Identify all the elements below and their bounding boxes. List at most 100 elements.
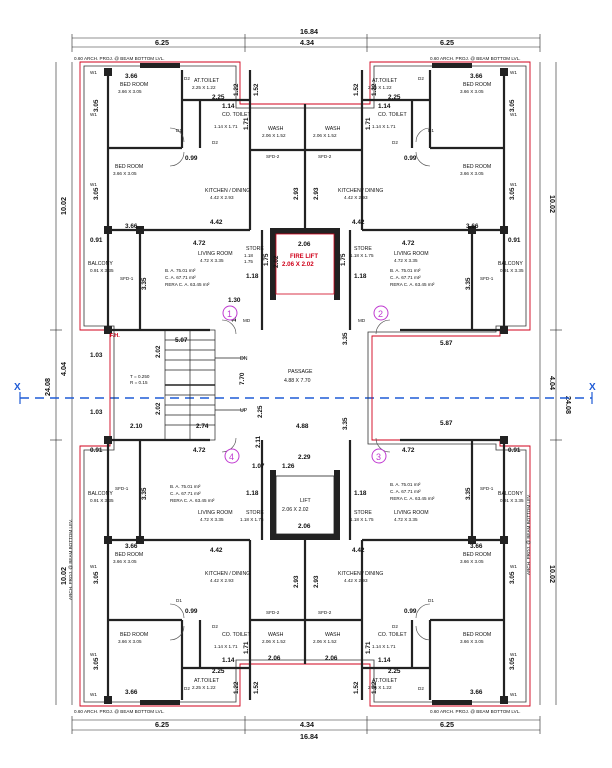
tag-window: W1 (90, 70, 97, 75)
tag-door: SFD-2 (318, 154, 332, 159)
room-wash-size: 2.06 X 1.52 (262, 639, 286, 644)
tag-window: W1 (90, 564, 97, 569)
dim-bed-width: 3.66 (125, 73, 138, 80)
dim-bed-width: 3.66 (125, 543, 138, 550)
dim-co-toilet-depth: 1.71 (365, 641, 372, 654)
dim-living-width: 4.72 (193, 240, 206, 247)
dim-co-toilet-depth: 1.71 (243, 641, 250, 654)
dim-bed-depth: 3.05 (93, 571, 100, 584)
dim-co-toilet-width: 1.14 (222, 657, 235, 664)
dim-left-width-bottom: 6.25 (155, 720, 169, 729)
room-kitchen-size: 4.42 X 2.93 (210, 578, 234, 583)
unit-bottom-right: 0.91 4.72 SFD-1 BALCONY 0.91 X 3.35 3.35… (313, 447, 531, 714)
room-co-toilet-label: CO. TOILET (222, 112, 251, 118)
dim-lobby-width: 1.07 (252, 463, 265, 470)
door-swings (169, 127, 431, 641)
unit-marker-1-label: 1 (227, 309, 232, 319)
room-store-size: 1.18 X 1.75 (350, 253, 374, 258)
room-store-size: 1.18 X 1.75 (240, 517, 264, 522)
dim-bed-depth: 3.05 (509, 571, 516, 584)
room-wash-label: WASH (268, 126, 284, 132)
dim-shaft: 1.52 (353, 83, 360, 96)
room-living-label: LIVING ROOM (394, 510, 429, 516)
dim-right-width-top: 6.25 (440, 38, 454, 47)
room-balcony-size: 0.91 X 3.35 (90, 498, 114, 503)
dim-passage-depth: 7.70 (239, 372, 246, 385)
room-balcony-size: 0.91 X 3.35 (500, 498, 524, 503)
dim-wash-width: 2.06 (268, 655, 281, 662)
dim-living-depth: 3.35 (141, 277, 148, 290)
room-at-toilet-label: AT.TOILET (372, 78, 398, 84)
dim-total-width-top: 16.84 (300, 27, 318, 36)
staircase (164, 329, 245, 441)
room-at-toilet-label: AT.TOILET (194, 78, 220, 84)
dim-total-width-bottom: 16.84 (300, 732, 318, 741)
room-bed-label: BED ROOM (115, 552, 143, 558)
dim-toilet-depth: 1.22 (233, 681, 240, 694)
room-kitchen-label: KITCHEN / DINING (205, 571, 250, 577)
dim-lobby-depth: 2.11 (255, 435, 262, 448)
dim-wing-depth-right-bottom: 10.02 (548, 565, 557, 583)
tag-door: D2 (392, 140, 398, 145)
dim-living-depth: 3.35 (465, 277, 472, 290)
dim-stair-bottom: 2.10 (130, 423, 143, 430)
dim-half-depth-left: 4.04 (59, 362, 68, 376)
room-co-toilet-size: 1.14 X 1.71 (214, 644, 238, 649)
room-balcony-label: BALCONY (88, 261, 113, 267)
dim-total-depth-right: 24.08 (564, 396, 573, 414)
room-store-label: STORE (354, 510, 372, 516)
unit-marker-1 (222, 305, 238, 321)
dim-bed-depth: 3.05 (93, 99, 100, 112)
room-living-size: 4.72 X 3.35 (394, 517, 418, 522)
area-rera: RERA C. A. 63.45 mt² (390, 496, 435, 501)
tag-door: SFD-1 (120, 276, 134, 281)
dim-opening: 0.99 (404, 608, 417, 615)
room-wash-label: WASH (325, 126, 341, 132)
dim-store-depth: 1.75 (340, 253, 347, 266)
area-ca: C. A. 67.71 mt² (170, 491, 201, 496)
room-wash-label: WASH (268, 632, 284, 638)
room-at-toilet-size: 2.25 X 1.22 (368, 85, 392, 90)
tag-door: SFD-2 (318, 610, 332, 615)
room-co-toilet-size: 1.14 X 1.71 (372, 644, 396, 649)
area-ba: B. A. 75.01 mt² (170, 484, 201, 489)
dim-total-depth-left: 24.08 (43, 378, 52, 396)
dim-opening: 0.99 (185, 608, 198, 615)
tag-door: SFD-1 (480, 276, 494, 281)
dim-wing-depth-left-bottom: 10.02 (59, 567, 68, 585)
lift-label: LIFT (300, 498, 311, 504)
room-bed-label: BED ROOM (120, 82, 148, 88)
tag-door: D2 (418, 686, 424, 691)
dim-balcony-width: 0.91 (90, 237, 103, 244)
room-bed-label: BED ROOM (463, 552, 491, 558)
dim-kitchen-depth: 2.93 (293, 187, 300, 200)
passage-size: 4.88 X 7.70 (284, 378, 311, 384)
room-bed-size: 3.66 X 3.05 (460, 639, 484, 644)
area-rera: RERA C. A. 63.45 mt² (165, 282, 210, 287)
dim-kitchen-depth: 2.93 (313, 187, 320, 200)
dim-lift-width: 2.06 (298, 523, 311, 530)
room-wash-size: 2.06 X 1.52 (313, 639, 337, 644)
room-co-toilet-label: CO. TOILET (378, 632, 407, 638)
area-ca: C. A. 67.71 mt² (390, 489, 421, 494)
room-bed-size: 3.66 X 3.05 (113, 171, 137, 176)
dim-co-toilet-width: 1.14 (222, 103, 235, 110)
dim-bed-width: 3.66 (466, 223, 479, 230)
tag-door: D1 (176, 598, 182, 603)
dim-store-width: 1.18 (354, 273, 367, 280)
room-bed-size: 3.66 X 3.05 (460, 89, 484, 94)
room-at-toilet-size: 2.25 X 1.22 (368, 685, 392, 690)
dim-toilet-depth: 1.22 (371, 681, 378, 694)
tag-window: W1 (90, 182, 97, 187)
room-kitchen-size: 4.42 X 2.93 (344, 195, 368, 200)
room-at-toilet-label: AT.TOILET (194, 678, 220, 684)
tag-door: D2 (418, 76, 424, 81)
dim-kitchen-width: 4.42 (210, 547, 223, 554)
room-store-size-a: 1.18 (244, 253, 253, 258)
tag-door: SFD-1 (115, 486, 129, 491)
side-proj-note: ARCH. PROJ. @ BEAM BOTTOM LEV. (68, 519, 73, 600)
dim-opening: 0.99 (404, 155, 417, 162)
room-store-label: STORE (246, 246, 264, 252)
dim-shaft: 1.52 (353, 681, 360, 694)
lift-shaft (275, 475, 335, 535)
